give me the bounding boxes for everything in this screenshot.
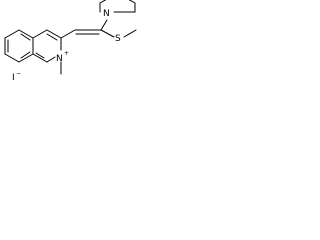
piperidine-ring (99, 0, 136, 13)
benzene-ring (4, 29, 34, 63)
piperidine-nitrogen-label: N (103, 9, 110, 19)
iodide-charge: − (16, 70, 21, 77)
piperidine-bond (100, 19, 108, 31)
pyridinium-ring (32, 29, 62, 63)
ring-nitrogen-charge: + (64, 50, 69, 57)
thiomethyl-group (100, 29, 137, 38)
sulfur-label: S (115, 34, 121, 44)
chemical-structure: N + N S I − (4, 0, 137, 83)
ring-nitrogen-label: N (56, 54, 63, 64)
iodide-label: I (12, 73, 15, 83)
vinyl-linker (60, 29, 102, 39)
